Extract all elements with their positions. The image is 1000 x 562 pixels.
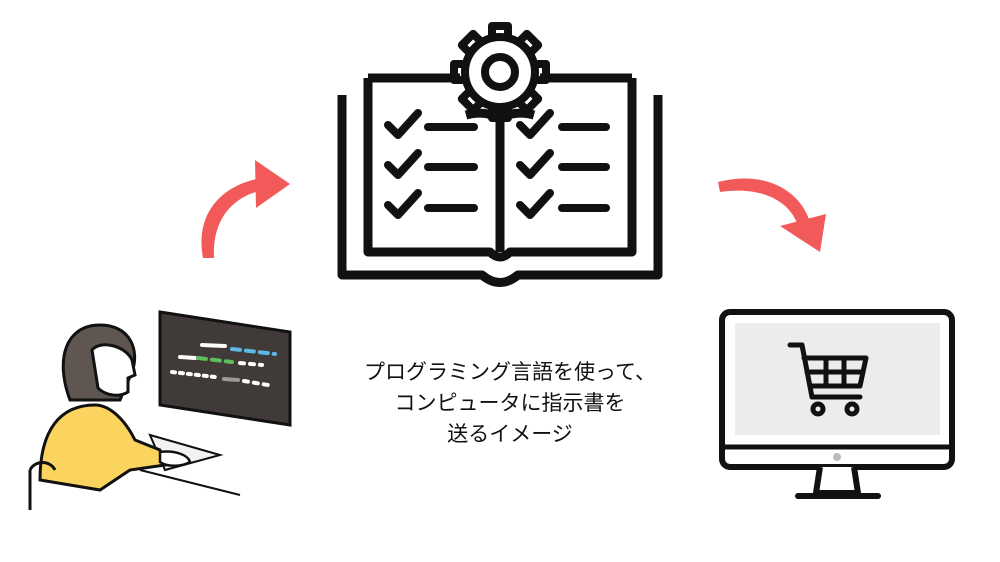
checklist-right: [516, 109, 610, 219]
shopping-cart-icon: [787, 342, 869, 417]
gear-icon: [450, 22, 550, 122]
monitor-shopping-cart-icon: [719, 309, 955, 499]
caption-line-1: プログラミング言語を使って、: [364, 360, 656, 384]
programmer-illustration: [28, 310, 292, 510]
caption: プログラミング言語を使って、 コンピュータに指示書を 送るイメージ: [320, 357, 700, 450]
book-checklist-gear-icon: [337, 22, 663, 287]
desk-edge: [139, 469, 241, 496]
caption-line-3: 送るイメージ: [447, 422, 573, 446]
arrow-down-right-icon: [718, 178, 826, 252]
caption-line-2: コンピュータに指示書を: [394, 391, 626, 415]
arrow-up-right-icon: [201, 160, 290, 258]
monitor-screen: [735, 323, 940, 435]
checklist-left: [384, 109, 478, 219]
code-screen: [158, 310, 292, 427]
